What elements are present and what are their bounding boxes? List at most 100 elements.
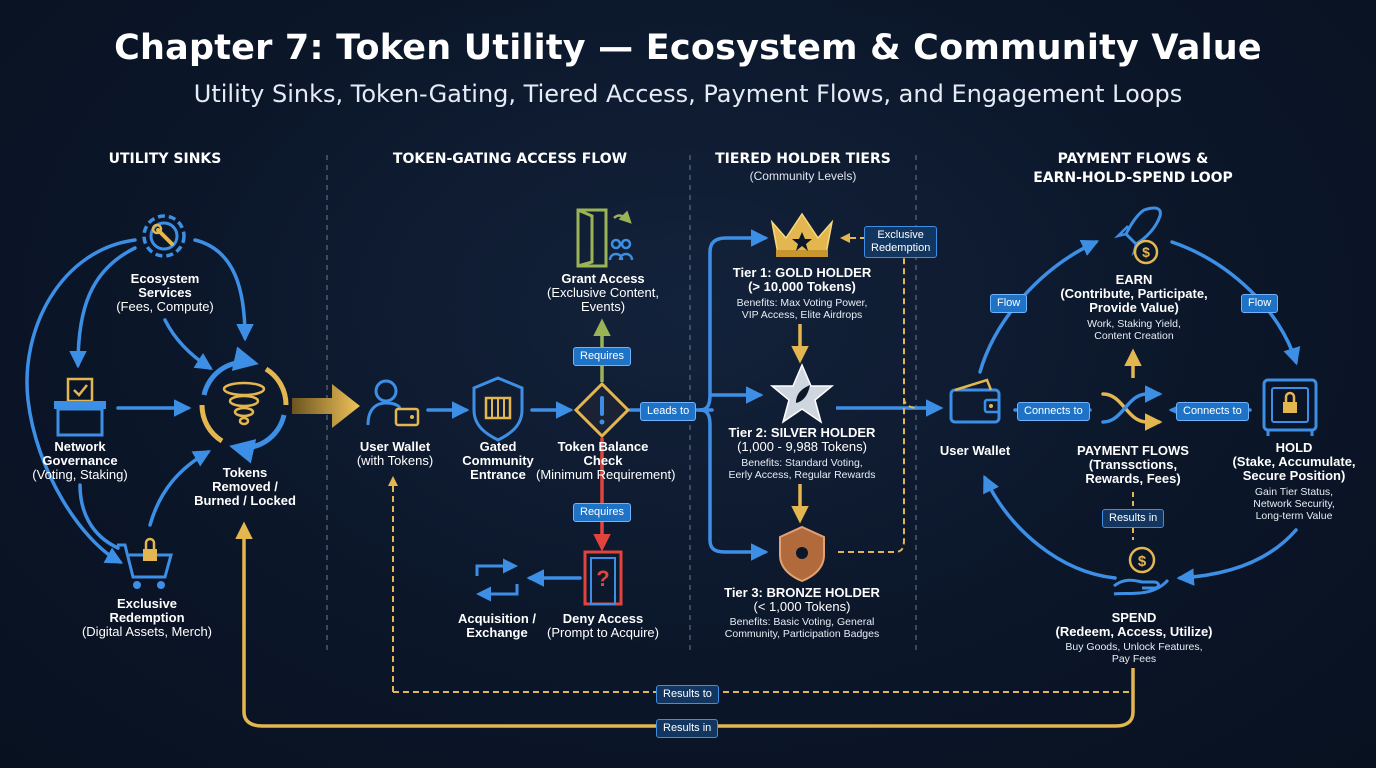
- bronze-benefits-line1: Benefits: Basic Voting, General: [729, 616, 875, 628]
- earn-detail-line1: Work, Staking Yield,: [1087, 318, 1181, 330]
- earn-detail-line2: Content Creation: [1094, 330, 1174, 342]
- pf-line2: (Transsctions,: [1088, 457, 1178, 472]
- acq-line2: Exchange: [466, 625, 528, 640]
- earn-line2: (Contribute, Participate,: [1060, 286, 1208, 301]
- section-title-tiers: TIERED HOLDER TIERS: [715, 151, 891, 167]
- gold-benefits-line1: Benefits: Max Voting Power,: [736, 297, 868, 309]
- governance-line1: Network: [54, 439, 106, 454]
- check-line3: (Minimum Requirement): [536, 467, 676, 482]
- silver-tier-benefits: Benefits: Standard Voting, Eerly Access,…: [710, 457, 894, 481]
- door-denied-icon: ?: [583, 550, 623, 606]
- svg-text:$: $: [1138, 553, 1147, 570]
- section-title-payments-line1: PAYMENT FLOWS &: [1057, 151, 1209, 167]
- check-line2: Check: [583, 453, 623, 468]
- wallet-icon: [949, 378, 1001, 424]
- spend-line1: SPEND: [1111, 610, 1157, 625]
- results-in-bottom-pill: Results in: [656, 719, 719, 738]
- hold-details: Gain Tier Status, Network Security, Long…: [1226, 486, 1362, 522]
- crown-icon: [770, 212, 834, 257]
- tokens-line1: Tokens: [222, 465, 268, 480]
- hold-line1: HOLD: [1275, 440, 1313, 455]
- shuffle-icon: [1101, 385, 1163, 431]
- redemption-line1: Exclusive: [117, 596, 177, 611]
- gold-line2: (> 10,000 Tokens): [748, 279, 856, 294]
- ballot-box-icon: [54, 377, 106, 437]
- earn-line3: Provide Value): [1089, 300, 1179, 315]
- gold-benefits-line2: VIP Access, Elite Airdrops: [741, 309, 863, 321]
- pf-line3: Rewards, Fees): [1085, 471, 1181, 486]
- cart-lock-icon: [117, 537, 173, 589]
- page-title: Chapter 7: Token Utility — Ecosystem & C…: [114, 28, 1262, 68]
- earn-label: EARN (Contribute, Participate, Provide V…: [1058, 273, 1210, 315]
- hold-detail-line1: Gain Tier Status,: [1254, 486, 1334, 498]
- section-title-sinks: UTILITY SINKS: [108, 151, 222, 167]
- connects-left-pill: Connects to: [1017, 402, 1090, 421]
- earn-line1: EARN: [1115, 272, 1153, 287]
- exclusive-redemption-loop: [838, 233, 919, 553]
- bronze-benefits-line2: Community, Participation Badges: [724, 628, 880, 640]
- network-governance-label: Network Governance (Voting, Staking): [15, 440, 145, 482]
- gear-wrench-icon: [142, 214, 186, 258]
- acq-line1: Acquisition /: [458, 611, 536, 626]
- services-line2: Services: [138, 285, 192, 300]
- hold-label: HOLD (Stake, Accumulate, Secure Position…: [1226, 441, 1362, 483]
- payment-wallet-label: User Wallet: [925, 444, 1025, 458]
- services-line3: (Fees, Compute): [116, 299, 214, 314]
- governance-line3: (Voting, Staking): [32, 467, 128, 482]
- exclusive-redemption-label: Exclusive Redemption (Digital Assets, Me…: [72, 597, 222, 639]
- bronze-shield-icon: [779, 525, 825, 583]
- grant-line1: Grant Access: [561, 271, 645, 286]
- leads-to-branch: [698, 229, 769, 561]
- payment-wallet-line1: User Wallet: [939, 443, 1011, 458]
- flow-left-pill: Flow: [990, 294, 1028, 313]
- rocket-coin-icon: $: [1113, 206, 1162, 265]
- gating-arrows: [426, 401, 714, 587]
- spend-detail-line1: Buy Goods, Unlock Features,: [1065, 641, 1203, 653]
- silver-benefits-line2: Eerly Access, Regular Rewards: [728, 469, 876, 481]
- redemption-line2: Redemption: [109, 610, 185, 625]
- vortex-icon: [199, 346, 289, 464]
- bronze-tier-label: Tier 3: BRONZE HOLDER (< 1,000 Tokens): [710, 586, 894, 614]
- gated-line2: Community: [462, 453, 534, 468]
- requires-up-pill: Requires: [573, 347, 632, 366]
- hand-coin-icon: $: [1113, 546, 1170, 596]
- section-title-gating: TOKEN-GATING ACCESS FLOW: [392, 151, 628, 167]
- pf-line1: PAYMENT FLOWS: [1077, 443, 1189, 458]
- svg-text:?: ?: [596, 566, 609, 591]
- gated-line3: Entrance: [470, 467, 526, 482]
- acquisition-exchange-label: Acquisition / Exchange: [447, 612, 547, 640]
- page-subtitle: Utility Sinks, Token-Gating, Tiered Acce…: [193, 80, 1183, 108]
- hold-detail-line2: Network Security,: [1253, 498, 1335, 510]
- requires-down-pill: Requires: [573, 503, 632, 522]
- svg-text:$: $: [1142, 244, 1150, 260]
- section-subtitle-tiers: (Community Levels): [749, 169, 857, 183]
- connects-right-pill: Connects to: [1176, 402, 1249, 421]
- deny-line2: (Prompt to Acquire): [547, 625, 659, 640]
- bronze-line1: Tier 3: BRONZE HOLDER: [724, 585, 880, 600]
- grant-line2: (Exclusive Content,: [547, 285, 659, 300]
- section-title-payments: PAYMENT FLOWS & EARN-HOLD-SPEND LOOP: [1020, 150, 1246, 188]
- hold-detail-line3: Long-term Value: [1255, 510, 1333, 522]
- deny-access-label: Deny Access (Prompt to Acquire): [545, 612, 661, 640]
- spend-label: SPEND (Redeem, Access, Utilize): [1052, 611, 1216, 639]
- tokens-line2: Removed /: [212, 479, 278, 494]
- user-wallet-label: User Wallet (with Tokens): [340, 440, 450, 468]
- shield-gate-icon: [472, 376, 524, 442]
- sink-to-wallet-arrow: [292, 384, 360, 428]
- silver-line2: (1,000 - 9,988 Tokens): [737, 439, 867, 454]
- spend-line2: (Redeem, Access, Utilize): [1055, 624, 1213, 639]
- grant-access-label: Grant Access (Exclusive Content, Events): [540, 272, 666, 314]
- results-in-mid-pill: Results in: [1102, 509, 1165, 528]
- services-line1: Ecosystem: [130, 271, 200, 286]
- gold-tier-benefits: Benefits: Max Voting Power, VIP Access, …: [710, 297, 894, 321]
- gold-tier-label: Tier 1: GOLD HOLDER (> 10,000 Tokens): [710, 266, 894, 294]
- governance-line2: Governance: [42, 453, 118, 468]
- silver-benefits-line1: Benefits: Standard Voting,: [741, 457, 863, 469]
- flow-right-pill: Flow: [1241, 294, 1279, 313]
- spend-detail-line2: Pay Fees: [1111, 653, 1157, 665]
- wallet-line2: (with Tokens): [356, 453, 434, 468]
- leads-to-pill: Leads to: [640, 402, 697, 421]
- check-line1: Token Balance: [557, 439, 649, 454]
- door-open-icon: [576, 208, 634, 268]
